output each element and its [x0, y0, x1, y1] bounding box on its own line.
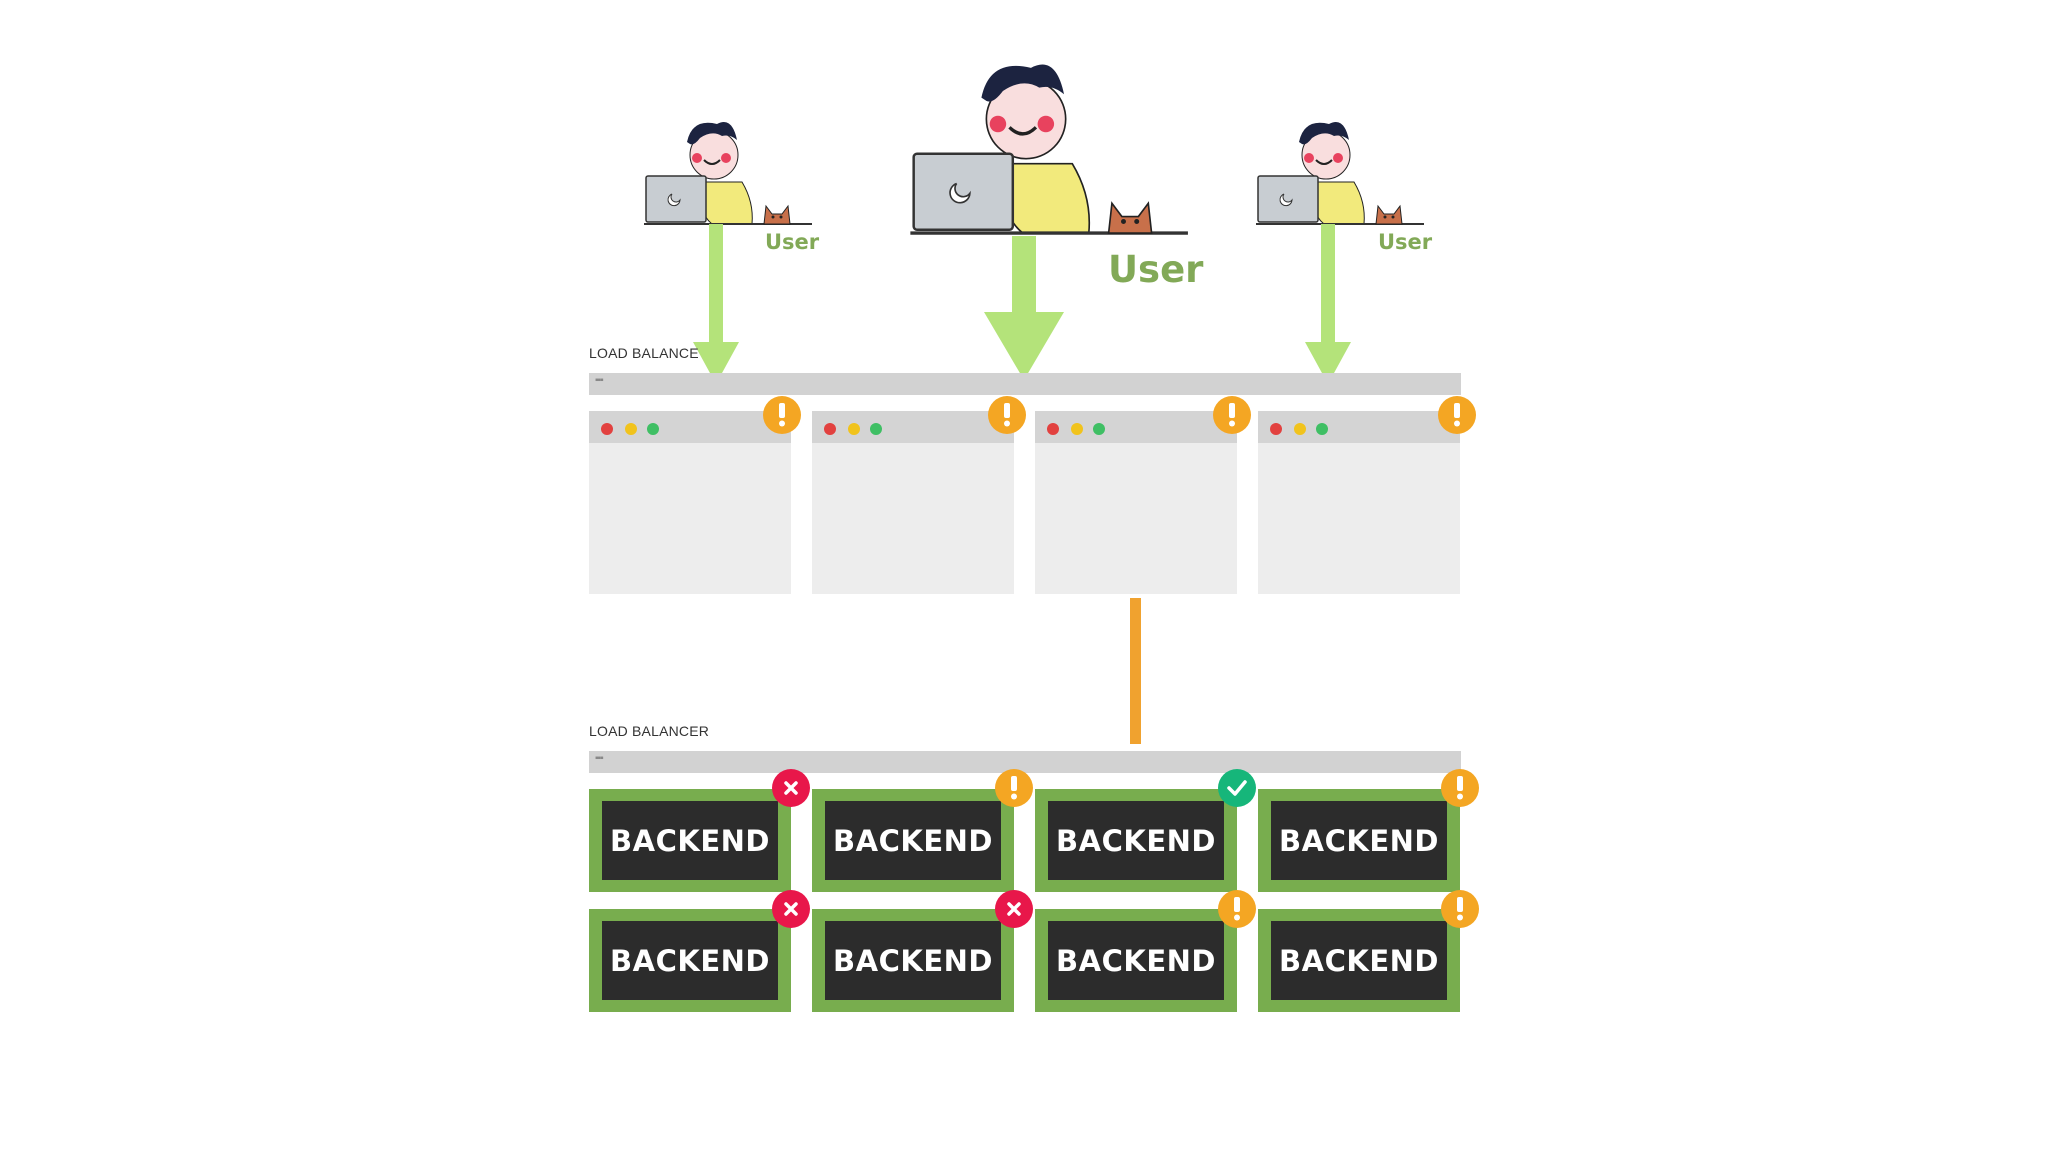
warning-icon — [988, 396, 1026, 434]
connector-line — [1130, 598, 1141, 744]
backend-screen: BACKEND — [825, 801, 1001, 880]
frontend-window — [1035, 411, 1237, 594]
frontend-window — [812, 411, 1014, 594]
maximize-dot-icon — [1093, 423, 1105, 435]
load-balancer-label: LOAD BALANCE — [589, 345, 699, 361]
backend-screen: BACKEND — [1271, 921, 1447, 1000]
minimize-dot-icon — [848, 423, 860, 435]
backend-label: BACKEND — [610, 824, 770, 858]
close-dot-icon — [824, 423, 836, 435]
frontend-window — [1258, 411, 1460, 594]
minimize-dot-icon — [1294, 423, 1306, 435]
backend-label: BACKEND — [610, 944, 770, 978]
load-balancer-bar: ▪▪▪ — [589, 751, 1461, 773]
frontend-window — [589, 411, 791, 594]
backend-screen: BACKEND — [1048, 921, 1224, 1000]
backend-screen: BACKEND — [602, 801, 778, 880]
close-dot-icon — [1270, 423, 1282, 435]
warning-icon — [1213, 396, 1251, 434]
backend-server: BACKEND — [589, 909, 791, 1012]
backend-label: BACKEND — [1056, 944, 1216, 978]
success-icon — [1218, 769, 1256, 807]
backend-label: BACKEND — [833, 944, 993, 978]
maximize-dot-icon — [647, 423, 659, 435]
warning-icon — [995, 769, 1033, 807]
load-balancer-label: LOAD BALANCER — [589, 723, 709, 739]
window-titlebar — [1258, 411, 1460, 443]
warning-icon — [1441, 890, 1479, 928]
backend-screen: BACKEND — [1048, 801, 1224, 880]
warning-icon — [1438, 396, 1476, 434]
arrow-down-icon — [984, 236, 1064, 380]
window-titlebar — [1035, 411, 1237, 443]
backend-screen: BACKEND — [825, 921, 1001, 1000]
backend-label: BACKEND — [1279, 824, 1439, 858]
error-icon — [772, 890, 810, 928]
menu-dots-icon: ▪▪▪ — [595, 376, 603, 386]
close-dot-icon — [601, 423, 613, 435]
load-balancer-bar: ▪▪▪ — [589, 373, 1461, 395]
backend-screen: BACKEND — [1271, 801, 1447, 880]
arrow-down-icon — [693, 224, 739, 384]
backend-server: BACKEND — [1035, 789, 1237, 892]
backend-label: BACKEND — [1056, 824, 1216, 858]
menu-dots-icon: ▪▪▪ — [595, 754, 603, 764]
error-icon — [772, 769, 810, 807]
maximize-dot-icon — [870, 423, 882, 435]
backend-label: BACKEND — [833, 824, 993, 858]
warning-icon — [763, 396, 801, 434]
backend-server: BACKEND — [1258, 789, 1460, 892]
backend-server: BACKEND — [812, 909, 1014, 1012]
backend-server: BACKEND — [812, 789, 1014, 892]
backend-server: BACKEND — [1258, 909, 1460, 1012]
window-titlebar — [589, 411, 791, 443]
backend-server: BACKEND — [589, 789, 791, 892]
maximize-dot-icon — [1316, 423, 1328, 435]
backend-label: BACKEND — [1279, 944, 1439, 978]
error-icon — [995, 890, 1033, 928]
minimize-dot-icon — [1071, 423, 1083, 435]
close-dot-icon — [1047, 423, 1059, 435]
backend-screen: BACKEND — [602, 921, 778, 1000]
warning-icon — [1441, 769, 1479, 807]
minimize-dot-icon — [625, 423, 637, 435]
window-titlebar — [812, 411, 1014, 443]
backend-server: BACKEND — [1035, 909, 1237, 1012]
arrow-down-icon — [1305, 224, 1351, 384]
warning-icon — [1218, 890, 1256, 928]
